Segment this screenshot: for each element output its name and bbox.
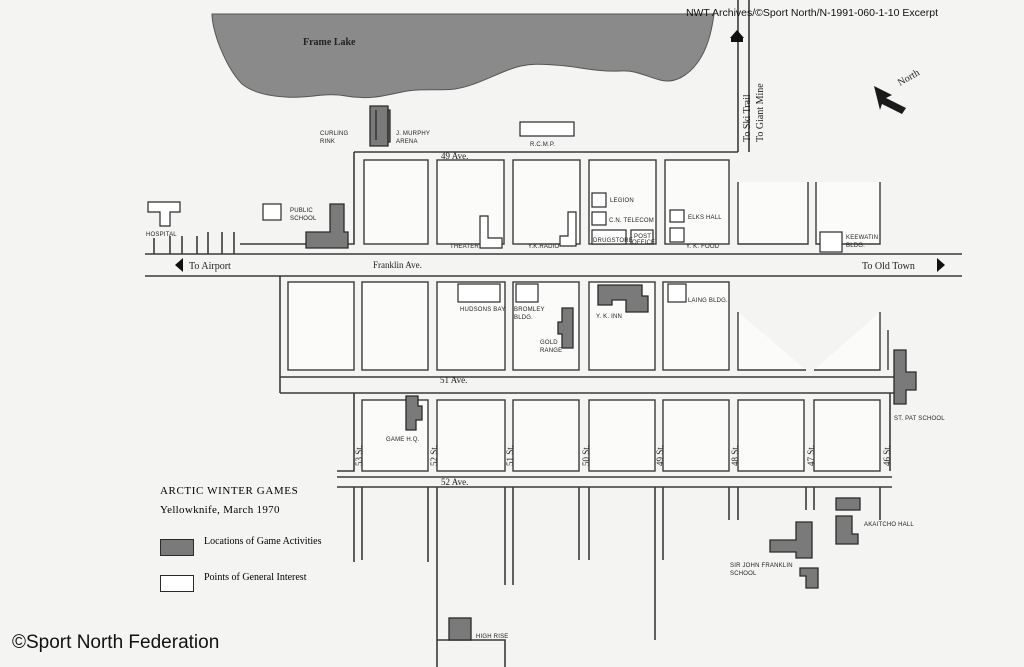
label-hospital: HOSPITAL (146, 232, 177, 238)
activity-swatch (160, 539, 194, 556)
poi-small-1 (262, 203, 282, 221)
poi-buildings (147, 121, 843, 303)
arrow-right-icon (937, 258, 945, 272)
to-old-town-label: To Old Town (862, 261, 915, 272)
label-elks-hall: ELKS HALL (688, 215, 722, 221)
to-airport-label: To Airport (189, 261, 231, 272)
label-theater: THEATER (450, 244, 479, 250)
label-hudsons-bay: HUDSONS BAY (460, 307, 505, 313)
public-school-bldg (305, 203, 349, 249)
drugstore-bldg (591, 229, 627, 245)
blocks-south (337, 393, 891, 472)
post-office-bldg (630, 229, 654, 245)
archive-credit: NWT Archives/©Sport North/N-1991-060-1-1… (685, 7, 938, 19)
directions: To Airport To Old Town To Ski Trail To G… (175, 30, 945, 272)
street-49-ave: 49 Ave. (441, 151, 468, 161)
label-cn-telecom: C.N. TELECOM (609, 218, 654, 224)
street-franklin-ave: Franklin Ave. (373, 260, 422, 270)
label-yk-inn: Y. K. INN (596, 314, 622, 320)
street-49-st: 49 St. (655, 445, 665, 466)
street-46-st: 46 St. (882, 445, 892, 466)
rcmp-bldg (519, 121, 575, 137)
sir-john-franklin-bldg (769, 521, 813, 559)
bromley-bldg (515, 283, 539, 303)
st-pat-school-bldg (893, 349, 917, 405)
street-47-st: 47 St. (806, 445, 816, 466)
keewatin-bldg (819, 231, 843, 253)
map-legend: ARCTIC WINTER GAMES Yellowknife, March 1… (160, 485, 360, 592)
yk-inn-bldg (597, 284, 649, 313)
to-ski-trail-label: To Ski Trail (742, 94, 753, 142)
label-laing: LAING BLDG. (688, 298, 728, 304)
arrow-up-icon (730, 30, 744, 38)
hudsons-bay-bldg (457, 283, 501, 303)
street-48-st: 48 St. (730, 445, 740, 466)
street-53-st: 53 St. (354, 445, 364, 466)
label-rcmp: R.C.M.P. (530, 142, 555, 148)
arrow-left-icon (175, 258, 183, 272)
to-giant-mine-label: To Giant Mine (755, 83, 766, 142)
akaitcho-hall-bldg-b (835, 515, 859, 545)
north-label: North (896, 67, 922, 88)
cn-telecom-bldg (591, 211, 607, 226)
frame-lake: Frame Lake (211, 13, 715, 99)
copyright-notice: ©Sport North Federation (12, 632, 220, 653)
akaitcho-hall-bldg-a (835, 497, 861, 511)
activity-buildings (305, 105, 917, 641)
frame-lake-label: Frame Lake (303, 37, 356, 48)
label-legion: LEGION (610, 198, 634, 204)
north-arrow-icon (874, 86, 906, 114)
label-high-rise: HIGH RISE (476, 634, 508, 640)
legend-subtitle: Yellowknife, March 1970 (160, 504, 280, 516)
blocks-middle (279, 276, 889, 393)
street-52-st: 52 St. (429, 445, 439, 466)
hospital-bldg (147, 201, 181, 227)
label-st-pat: ST. PAT SCHOOL (894, 416, 945, 422)
street-50-st: 50 St. (581, 445, 591, 466)
street-52-ave: 52 Ave. (441, 477, 468, 487)
street-labels: 49 Ave. Franklin Ave. 51 Ave. 52 Ave. 53… (354, 151, 892, 487)
label-yk-food: Y. K. FOOD (686, 244, 720, 250)
label-yk-radio: Y.K.RADIO (528, 244, 559, 250)
yk-radio-bldg (559, 211, 577, 247)
blocks-far-south (353, 487, 881, 667)
interest-swatch (160, 575, 194, 592)
sir-john-franklin-bldg-b (799, 567, 819, 589)
game-hq-bldg (405, 395, 423, 431)
curling-rink-bldg (369, 105, 389, 147)
legend-activity-label: Locations of Game Activities (204, 536, 322, 547)
laing-bldg (667, 283, 687, 303)
elks-hall-bldg (669, 209, 685, 223)
road-network (145, 0, 962, 488)
street-51-st: 51 St. (505, 445, 515, 466)
legion-bldg (591, 192, 607, 208)
high-rise-bldg (448, 617, 472, 641)
street-51-ave: 51 Ave. (440, 375, 467, 385)
yk-food-bldg (669, 227, 685, 243)
label-drugstore: DRUGSTORE (593, 238, 633, 244)
label-game-hq: GAME H.Q. (386, 437, 420, 443)
legend-title: ARCTIC WINTER GAMES (160, 485, 299, 497)
gold-range-bldg (557, 307, 574, 349)
legend-interest-label: Points of General Interest (204, 572, 307, 583)
theater-bldg (479, 215, 503, 249)
label-akaitcho: AKAITCHO HALL (864, 522, 914, 528)
north-arrow: North (874, 67, 922, 114)
